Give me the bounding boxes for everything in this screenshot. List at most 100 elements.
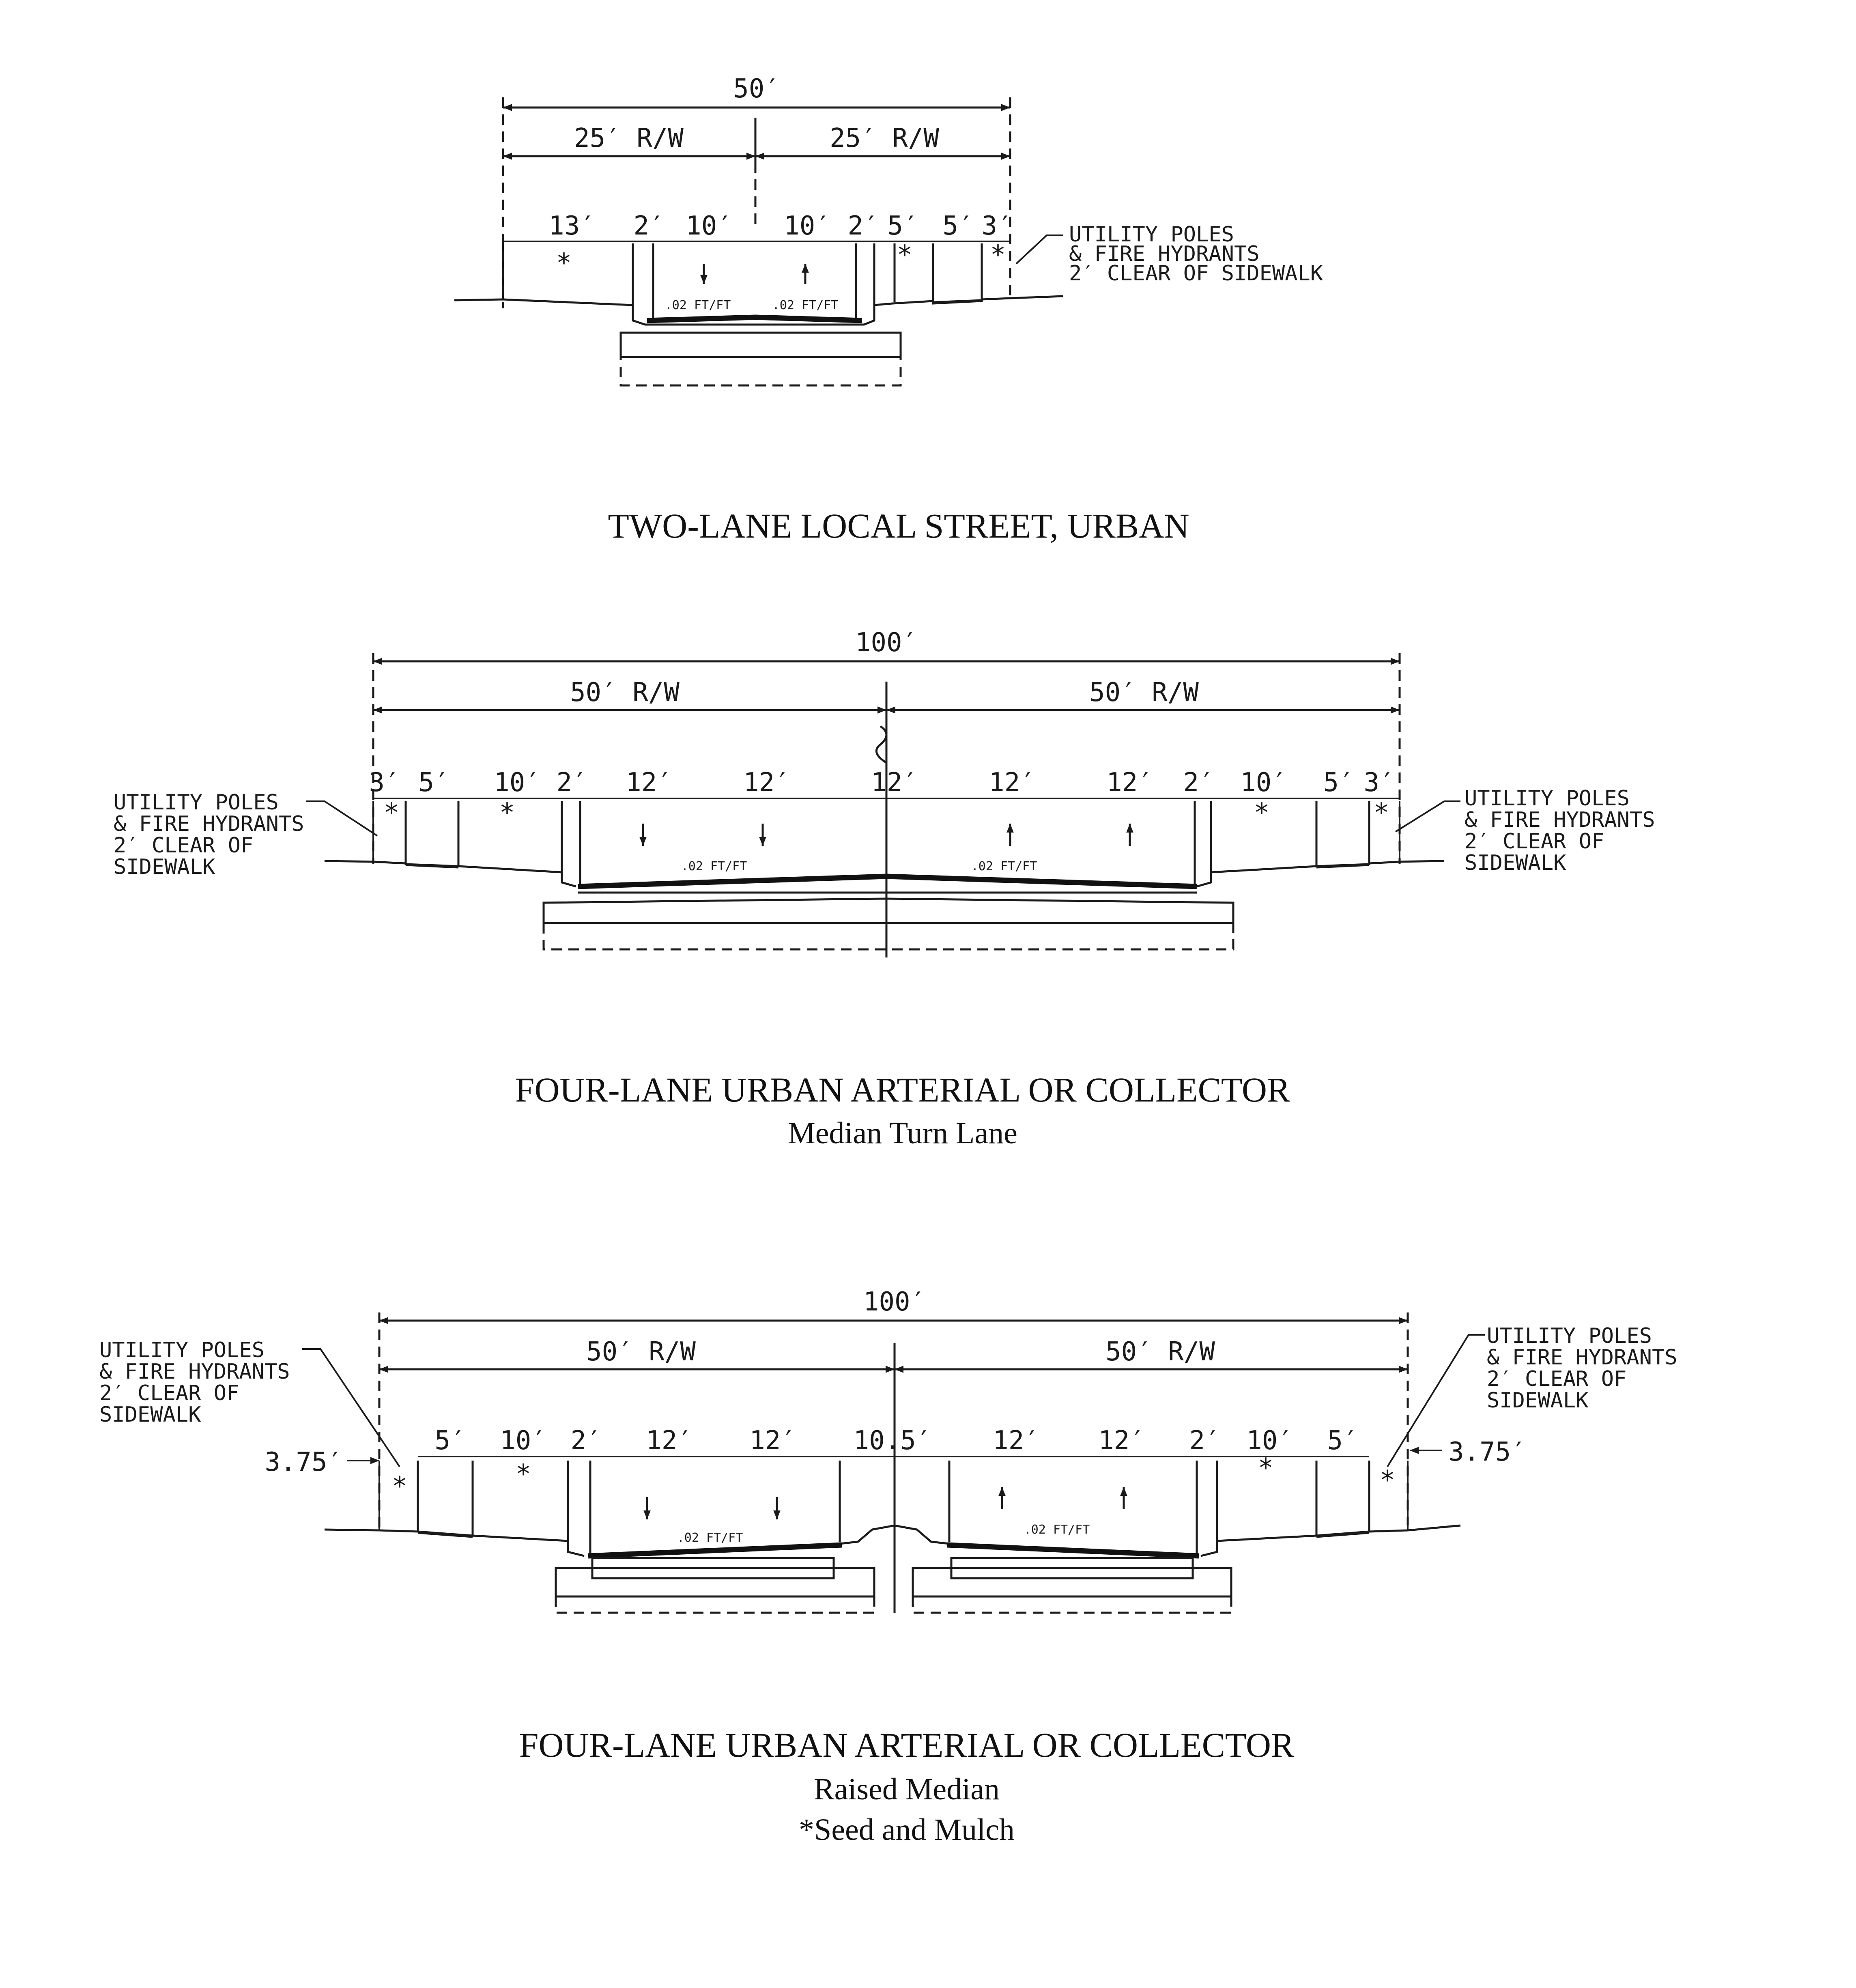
row-right-label: 50′ R/W: [1089, 678, 1199, 708]
overall-width-label: 100′: [855, 628, 918, 658]
roadway-profile: * * * .02 FT/FT .02 FT/FT: [454, 240, 1063, 387]
right-of-way-dimensions: 25′ R/W 25′ R/W: [503, 118, 1010, 162]
svg-text:UTILITY POLES: UTILITY POLES: [114, 790, 279, 815]
svg-text:2′ CLEAR OF: 2′ CLEAR OF: [99, 1381, 239, 1405]
svg-text:10′: 10′: [500, 1426, 547, 1456]
svg-text:2′ CLEAR OF: 2′ CLEAR OF: [1465, 829, 1604, 854]
svg-text:UTILITY POLES: UTILITY POLES: [99, 1338, 265, 1362]
seed-mulch-mark: *: [384, 798, 400, 828]
utility-note-left: UTILITY POLES & FIRE HYDRANTS 2′ CLEAR O…: [114, 790, 378, 879]
section-four-lane-median-turn-lane: 100′ 50′ R/W 50′ R/W 3′ 5′ 10′ 2′ 12′ 12…: [114, 628, 1655, 1150]
svg-text:10.5′: 10.5′: [854, 1426, 932, 1456]
svg-text:2′ CLEAR OF: 2′ CLEAR OF: [114, 833, 253, 858]
svg-text:UTILITY POLES: UTILITY POLES: [1069, 222, 1234, 247]
right-of-way-dimensions: 50′ R/W 50′ R/W: [373, 678, 1400, 714]
svg-text:SIDEWALK: SIDEWALK: [114, 855, 215, 879]
centerline-symbol: [875, 725, 888, 764]
svg-text:12′: 12′: [743, 768, 790, 798]
svg-text:2′ CLEAR OF: 2′ CLEAR OF: [1487, 1367, 1626, 1391]
slope-label: .02 FT/FT: [1024, 1523, 1090, 1537]
seed-mulch-mark: *: [556, 248, 572, 278]
svg-text:10′: 10′: [1246, 1426, 1293, 1456]
utility-note-left: UTILITY POLES & FIRE HYDRANTS 2′ CLEAR O…: [99, 1338, 400, 1467]
section-caption: FOUR-LANE URBAN ARTERIAL OR COLLECTOR: [515, 1070, 1290, 1109]
svg-text:& FIRE HYDRANTS: & FIRE HYDRANTS: [114, 812, 304, 836]
seed-mulch-footnote: *Seed and Mulch: [799, 1813, 1015, 1847]
svg-text:& FIRE HYDRANTS: & FIRE HYDRANTS: [1487, 1345, 1677, 1370]
svg-text:13′: 13′: [548, 211, 596, 241]
slope-label: .02 FT/FT: [665, 298, 731, 312]
section-two-lane-local-street: 50′ 25′ R/W 25′ R/W 13′ 2′ 10′ 10′ 2′ 5′…: [454, 74, 1323, 545]
overall-width-label: 50′: [733, 74, 780, 104]
slope-label: .02 FT/FT: [971, 859, 1037, 874]
svg-text:& FIRE HYDRANTS: & FIRE HYDRANTS: [99, 1360, 290, 1384]
section-subcaption: Raised Median: [814, 1772, 1000, 1806]
right-of-way-dimensions: 50′ R/W 50′ R/W: [379, 1337, 1408, 1373]
roadway-profile: * * * * .02 FT/FT .02 FT/FT: [324, 798, 1445, 951]
utility-note-right: UTILITY POLES & FIRE HYDRANTS 2′ CLEAR O…: [1395, 786, 1655, 875]
row-left-label: 50′ R/W: [586, 1337, 696, 1367]
offset-dimensions: 3.75′ 3.75′: [265, 1437, 1526, 1477]
overall-width-dimension: 100′: [379, 1287, 1408, 1324]
svg-text:10′: 10′: [1240, 768, 1287, 798]
svg-text:3′: 3′: [1364, 768, 1395, 798]
seed-mulch-mark: *: [990, 240, 1006, 270]
svg-text:12′: 12′: [646, 1426, 693, 1456]
svg-text:12′: 12′: [749, 1426, 796, 1456]
seed-mulch-mark: *: [1374, 798, 1389, 828]
seed-mulch-mark: *: [516, 1459, 531, 1489]
svg-text:10′: 10′: [686, 211, 733, 241]
seed-mulch-mark: *: [1258, 1453, 1274, 1483]
overall-width-dimension: 50′: [503, 74, 1010, 111]
svg-text:SIDEWALK: SIDEWALK: [1465, 851, 1566, 875]
svg-text:5′: 5′: [1327, 1426, 1358, 1456]
svg-text:10′: 10′: [784, 211, 831, 241]
seed-mulch-mark: *: [1380, 1465, 1396, 1495]
segment-dimensions: 5′ 10′ 2′ 12′ 12′ 10.5′ 12′ 12′ 2′ 10′ 5…: [418, 1426, 1369, 1457]
seed-mulch-mark: *: [392, 1472, 408, 1502]
svg-text:12′: 12′: [871, 768, 918, 798]
overall-width-dimension: 100′: [373, 628, 1400, 665]
offset-left-label: 3.75′: [265, 1447, 343, 1477]
row-right-label: 50′ R/W: [1105, 1337, 1215, 1367]
roadway-profile: * * * * .02 FT/FT .02 FT/FT: [324, 1453, 1461, 1614]
segment-dimensions: 3′ 5′ 10′ 2′ 12′ 12′ 12′ 12′ 12′ 2′ 10′ …: [369, 768, 1400, 799]
overall-width-label: 100′: [863, 1287, 926, 1317]
slope-label: .02 FT/FT: [772, 298, 839, 312]
row-right-label: 25′ R/W: [830, 123, 939, 153]
slope-label: .02 FT/FT: [681, 859, 747, 874]
offset-right-label: 3.75′: [1448, 1437, 1527, 1467]
svg-text:2′: 2′: [1183, 768, 1214, 798]
svg-text:3′: 3′: [369, 768, 400, 798]
svg-text:12′: 12′: [989, 768, 1036, 798]
section-caption: FOUR-LANE URBAN ARTERIAL OR COLLECTOR: [519, 1726, 1295, 1764]
svg-text:5′: 5′: [887, 211, 918, 241]
svg-text:2′ CLEAR OF SIDEWALK: 2′ CLEAR OF SIDEWALK: [1069, 261, 1323, 286]
svg-text:5′: 5′: [942, 211, 974, 241]
svg-text:10′: 10′: [494, 768, 541, 798]
section-caption: TWO-LANE LOCAL STREET, URBAN: [608, 506, 1189, 545]
utility-note: UTILITY POLES & FIRE HYDRANTS 2′ CLEAR O…: [1015, 222, 1323, 286]
svg-text:12′: 12′: [1106, 768, 1153, 798]
seed-mulch-mark: *: [499, 798, 515, 828]
svg-text:UTILITY POLES: UTILITY POLES: [1487, 1324, 1652, 1348]
svg-text:UTILITY POLES: UTILITY POLES: [1465, 786, 1630, 811]
svg-text:5′: 5′: [1323, 768, 1354, 798]
svg-text:5′: 5′: [418, 768, 449, 798]
svg-text:2′: 2′: [1189, 1426, 1220, 1456]
svg-text:12′: 12′: [1098, 1426, 1145, 1456]
svg-text:SIDEWALK: SIDEWALK: [1487, 1388, 1589, 1413]
row-left-label: 50′ R/W: [570, 678, 680, 708]
svg-text:& FIRE HYDRANTS: & FIRE HYDRANTS: [1465, 808, 1655, 832]
svg-text:5′: 5′: [434, 1426, 466, 1456]
svg-text:2′: 2′: [847, 211, 879, 241]
svg-text:2′: 2′: [570, 1426, 602, 1456]
svg-text:SIDEWALK: SIDEWALK: [99, 1403, 201, 1427]
slope-label: .02 FT/FT: [677, 1531, 743, 1545]
section-subcaption: Median Turn Lane: [788, 1116, 1017, 1150]
seed-mulch-mark: *: [1254, 798, 1270, 828]
section-four-lane-raised-median: 100′ 50′ R/W 50′ R/W 5′ 10′ 2′ 12′ 12′ 1…: [99, 1287, 1677, 1847]
svg-text:12′: 12′: [626, 768, 673, 798]
segment-dimensions: 13′ 2′ 10′ 10′ 2′ 5′ 5′ 3′: [503, 211, 1013, 242]
